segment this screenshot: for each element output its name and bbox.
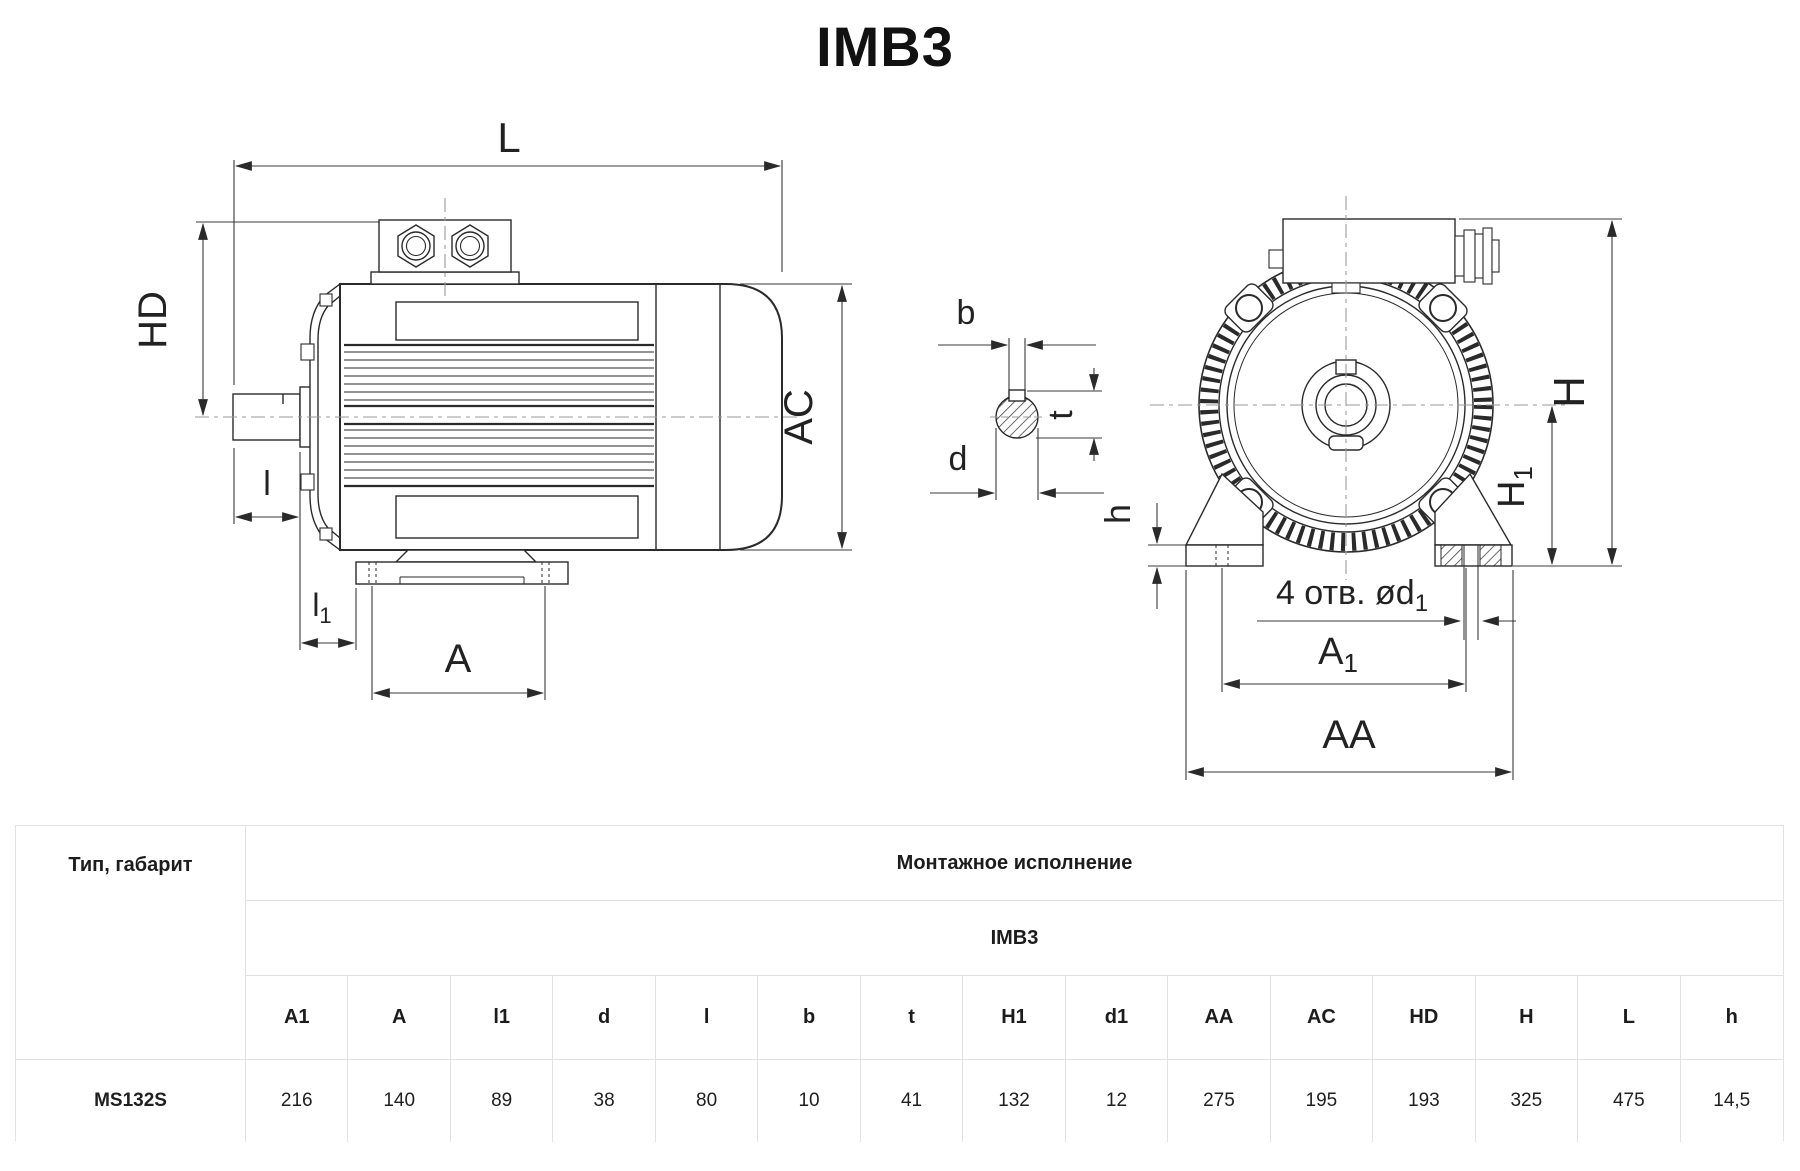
keyway-detail [990, 389, 1044, 439]
dim-label-holes: 4 отв. ød1 [1276, 574, 1428, 617]
column-header: t [860, 976, 964, 1060]
column-header: d [553, 976, 656, 1060]
dim-label-h: h [1097, 504, 1138, 524]
dim-label-HD: HD [131, 291, 175, 349]
column-header: AA [1168, 976, 1271, 1060]
table-value: 80 [655, 1060, 759, 1142]
table-value: 140 [348, 1060, 451, 1142]
end-shield [300, 282, 341, 552]
dim-label-L: L [497, 114, 520, 161]
radial-fins [1200, 259, 1492, 551]
column-header: l1 [450, 976, 554, 1060]
centerlines [195, 196, 1568, 580]
table-group-header: Монтажное исполнение [246, 826, 1783, 901]
dim-A1: A1 [1221, 568, 1467, 692]
dim-A: A [371, 586, 546, 700]
mounting-feet [355, 549, 569, 585]
table-subgroup-header: IMB3 [246, 901, 1783, 976]
dim-holes: 4 отв. ød1 [1257, 574, 1516, 626]
nameplate [395, 301, 639, 341]
dim-t: t [1027, 368, 1102, 461]
dim-label-H1: H1 [1491, 466, 1538, 508]
dim-H1: H1 [1491, 405, 1557, 566]
cooling-fins [344, 351, 654, 479]
table-value: 14,5 [1680, 1060, 1783, 1142]
dim-label-t: t [1042, 410, 1080, 420]
dim-d: d [930, 428, 1104, 500]
column-header: H1 [963, 976, 1066, 1060]
dim-l: l [233, 448, 301, 650]
dim-label-A: A [445, 637, 472, 681]
dim-label-A1: A1 [1318, 631, 1358, 678]
cable-gland-icon [397, 224, 435, 268]
dimensions-table: Тип, габарит Монтажное исполнение IMB3 A… [15, 825, 1784, 1142]
dim-b: b [938, 294, 1096, 390]
table-value: 325 [1475, 1060, 1579, 1142]
column-header: h [1680, 976, 1783, 1060]
dim-label-l1: l1 [312, 587, 331, 628]
dim-label-H: H [1545, 376, 1594, 408]
table-value: 41 [860, 1060, 964, 1142]
page-title: IMB3 [816, 15, 954, 78]
keyway-slot [1008, 389, 1026, 402]
terminal-box-front [1268, 218, 1500, 294]
dim-label-l: l [263, 465, 271, 503]
dim-L: L [233, 114, 783, 385]
dim-AA: AA [1185, 570, 1514, 780]
side-view [232, 219, 783, 585]
dim-HD: HD [131, 221, 379, 417]
table-value: 89 [450, 1060, 554, 1142]
mounting-feet-front [1184, 472, 1513, 640]
dim-h: h [1097, 503, 1186, 609]
table-value: 38 [553, 1060, 656, 1142]
dim-label-AA: AA [1322, 713, 1376, 757]
column-header: l [655, 976, 759, 1060]
dim-AC: AC [740, 283, 852, 551]
table-row-header: Тип, габарит [16, 826, 246, 1060]
dim-H: H [1459, 218, 1622, 567]
table-value: 195 [1270, 1060, 1374, 1142]
table-value: 12 [1065, 1060, 1169, 1142]
dim-label-AC: AC [777, 389, 821, 445]
column-header: A [348, 976, 451, 1060]
column-header: b [758, 976, 861, 1060]
table-value: 475 [1578, 1060, 1681, 1142]
dimensions: L HD l l1 [131, 114, 1622, 780]
column-header: H [1475, 976, 1579, 1060]
table-value: 216 [246, 1060, 349, 1142]
front-view [1184, 218, 1513, 640]
dimension-drawing: L HD l l1 [131, 114, 1622, 780]
cable-gland-icon [451, 224, 489, 268]
dim-l1: l1 [300, 587, 357, 650]
dim-label-d: d [949, 440, 968, 478]
column-header: HD [1373, 976, 1476, 1060]
table-value: 10 [758, 1060, 861, 1142]
table-value: 275 [1168, 1060, 1271, 1142]
table-row-type: MS132S [16, 1060, 246, 1142]
conduit-flange [1454, 227, 1500, 285]
table-value: 132 [963, 1060, 1066, 1142]
column-header: A1 [246, 976, 349, 1060]
table-value: 193 [1373, 1060, 1476, 1142]
column-header: L [1578, 976, 1681, 1060]
column-header: d1 [1065, 976, 1169, 1060]
column-header: AC [1270, 976, 1374, 1060]
dim-label-b: b [957, 294, 976, 332]
